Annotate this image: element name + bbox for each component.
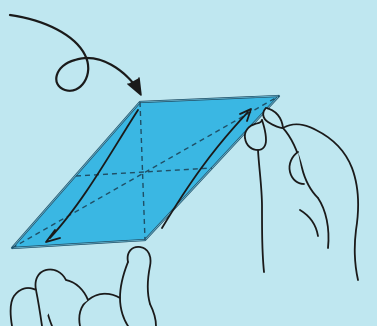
origami-step-illustration — [0, 0, 377, 326]
illustration-canvas — [0, 0, 377, 326]
